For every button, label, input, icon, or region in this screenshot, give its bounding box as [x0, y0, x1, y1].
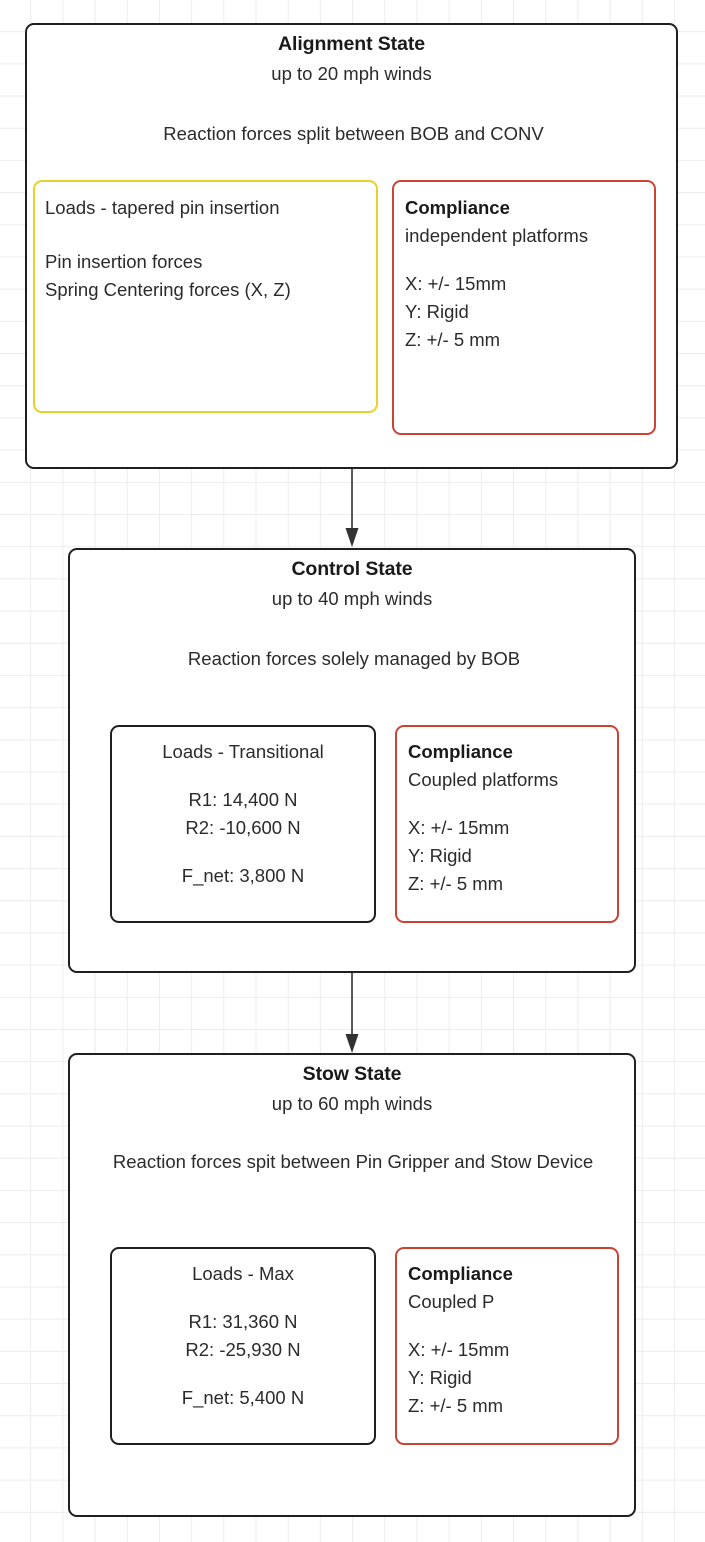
state-title-alignment: Alignment State: [278, 33, 425, 55]
compliance-z-stow: Z: +/- 5 mm: [408, 1395, 504, 1417]
spacer: [122, 766, 364, 786]
spacer: [122, 842, 364, 862]
spacer: [405, 250, 644, 270]
compliance-subheading-stow: Coupled P: [408, 1291, 495, 1313]
loads-fnet-control: F_net: 3,800 N: [181, 865, 305, 887]
state-card-alignment[interactable]: Alignment State up to 20 mph winds React…: [25, 23, 678, 469]
compliance-heading-control: Compliance: [408, 741, 513, 762]
spacer: [45, 222, 366, 248]
compliance-x-control: X: +/- 15mm: [408, 817, 510, 839]
state-subtitle-control: up to 40 mph winds: [271, 588, 433, 609]
state-card-stow[interactable]: Stow State up to 60 mph winds Reaction f…: [68, 1053, 636, 1517]
compliance-box-control[interactable]: Compliance Coupled platforms X: +/- 15mm…: [395, 725, 619, 923]
compliance-subheading-alignment: independent platforms: [405, 225, 589, 247]
spacer: [122, 1288, 364, 1308]
loads-heading-stow: Loads - Max: [192, 1263, 294, 1284]
connector-control-to-stow: [344, 973, 360, 1054]
loads-line-1-alignment: Pin insertion forces: [45, 251, 203, 273]
compliance-subheading-control: Coupled platforms: [408, 769, 559, 791]
compliance-y-control: Y: Rigid: [408, 845, 472, 867]
compliance-box-alignment[interactable]: Compliance independent platforms X: +/- …: [392, 180, 656, 435]
state-subtitle-alignment: up to 20 mph winds: [271, 63, 432, 84]
compliance-heading-stow: Compliance: [408, 1263, 513, 1284]
loads-fnet-stow: F_net: 5,400 N: [181, 1387, 305, 1409]
state-title-stow: Stow State: [302, 1063, 402, 1085]
compliance-y-alignment: Y: Rigid: [405, 301, 469, 323]
state-subtitle-stow: up to 60 mph winds: [271, 1093, 433, 1114]
spacer: [122, 1364, 364, 1384]
state-title-control: Control State: [291, 558, 413, 580]
loads-r1-stow: R1: 31,360 N: [188, 1311, 298, 1333]
compliance-x-stow: X: +/- 15mm: [408, 1339, 510, 1361]
loads-r2-stow: R2: -25,930 N: [185, 1339, 301, 1361]
connector-alignment-to-control: [344, 469, 360, 548]
compliance-heading-alignment: Compliance: [405, 197, 510, 218]
loads-r2-control: R2: -10,600 N: [185, 817, 301, 839]
spacer: [408, 1316, 607, 1336]
compliance-z-control: Z: +/- 5 mm: [408, 873, 504, 895]
state-description-control: Reaction forces solely managed by BOB: [187, 648, 521, 669]
loads-box-alignment[interactable]: Loads - tapered pin insertion Pin insert…: [33, 180, 378, 413]
compliance-x-alignment: X: +/- 15mm: [405, 273, 507, 295]
state-description-alignment: Reaction forces split between BOB and CO…: [163, 123, 544, 144]
state-card-control[interactable]: Control State up to 40 mph winds Reactio…: [68, 548, 636, 973]
spacer: [408, 794, 607, 814]
loads-box-stow[interactable]: Loads - Max R1: 31,360 N R2: -25,930 N F…: [110, 1247, 376, 1445]
loads-r1-control: R1: 14,400 N: [188, 789, 298, 811]
state-description-stow: Reaction forces spit between Pin Gripper…: [112, 1151, 594, 1172]
loads-heading-alignment: Loads - tapered pin insertion: [45, 197, 280, 218]
compliance-y-stow: Y: Rigid: [408, 1367, 472, 1389]
compliance-z-alignment: Z: +/- 5 mm: [405, 329, 501, 351]
compliance-box-stow[interactable]: Compliance Coupled P X: +/- 15mm Y: Rigi…: [395, 1247, 619, 1445]
loads-line-2-alignment: Spring Centering forces (X, Z): [45, 279, 291, 301]
loads-box-control[interactable]: Loads - Transitional R1: 14,400 N R2: -1…: [110, 725, 376, 923]
loads-heading-control: Loads - Transitional: [162, 741, 324, 762]
